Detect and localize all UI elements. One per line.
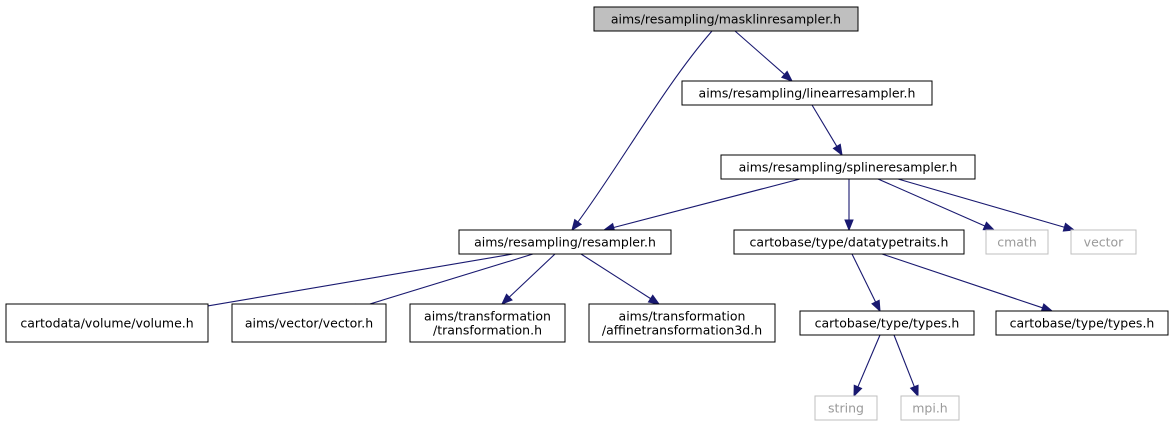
edge-line: [893, 334, 915, 387]
node-transformation[interactable]: aims/transformation/transformation.h: [409, 303, 566, 343]
edge-line: [734, 30, 785, 75]
edge-line: [580, 253, 651, 300]
edge-spline-to-resampler: [602, 178, 801, 232]
node-layer: aims/resampling/masklinresampler.h aims/r…: [5, 6, 1169, 421]
edge-resampler-to-transformation: [501, 253, 556, 305]
edge-line: [857, 334, 881, 388]
arrowhead-icon: [832, 143, 843, 157]
node-label: /affinetransformation3d.h: [602, 323, 762, 338]
edge-line: [577, 30, 713, 223]
node-box: [231, 303, 387, 343]
arrowhead-icon: [1062, 222, 1076, 232]
node-box: [409, 303, 566, 343]
node-affine[interactable]: aims/transformation/affinetransformation…: [588, 303, 776, 343]
edge-datatypetraits-to-types1: [851, 253, 881, 313]
node-label: cartobase/type/types.h: [1010, 316, 1155, 331]
edge-spline-to-datatypetraits: [844, 179, 854, 232]
arrowhead-icon: [982, 221, 996, 231]
node-types1[interactable]: cartobase/type/types.h: [799, 310, 975, 336]
node-label: aims/resampling/splineresampler.h: [739, 160, 958, 175]
arrowhead-icon: [909, 384, 919, 398]
node-volume[interactable]: cartodata/volume/volume.h: [5, 303, 209, 343]
node-box: [995, 310, 1169, 336]
node-resampler[interactable]: aims/resampling/resampler.h: [458, 229, 672, 255]
edge-masklin-to-linear: [734, 30, 794, 82]
arrowhead-icon: [571, 218, 583, 232]
node-label: aims/transformation: [619, 309, 746, 324]
node-cmath: cmath: [985, 229, 1049, 255]
edge-types1-to-string: [853, 334, 881, 398]
edge-masklin-to-resampler: [571, 30, 713, 232]
edge-spline-to-cmath: [877, 178, 996, 231]
edge-linear-to-spline: [811, 104, 843, 157]
edge-line: [811, 104, 838, 147]
edge-spline-to-vector: [897, 178, 1076, 232]
node-box: [588, 303, 776, 343]
arrowhead-icon: [844, 219, 854, 232]
arrowhead-icon: [871, 299, 881, 313]
node-box: [814, 395, 878, 421]
node-box: [593, 6, 859, 32]
edge-line: [851, 253, 877, 303]
node-box: [799, 310, 975, 336]
node-datatypetraits[interactable]: cartobase/type/datatypetraits.h: [733, 229, 965, 255]
edge-line: [187, 253, 514, 310]
node-label: vector: [1084, 235, 1125, 250]
node-label: cartodata/volume/volume.h: [20, 316, 193, 331]
edge-line: [877, 178, 986, 227]
node-label: aims/transformation: [424, 309, 551, 324]
node-string: string: [814, 395, 878, 421]
edge-line: [881, 253, 1043, 309]
arrowhead-icon: [647, 294, 661, 305]
arrowhead-icon: [853, 384, 863, 398]
node-label: aims/resampling/resampler.h: [474, 235, 656, 250]
node-label: cartobase/type/datatypetraits.h: [750, 235, 949, 250]
edge-line: [356, 253, 534, 309]
node-label: cartobase/type/types.h: [815, 316, 960, 331]
node-aimsvector[interactable]: aims/vector/vector.h: [231, 303, 387, 343]
node-label: aims/resampling/linearresampler.h: [699, 86, 916, 101]
node-box: [900, 395, 960, 421]
edge-types1-to-mpi: [893, 334, 919, 398]
arrowhead-icon: [1040, 303, 1054, 313]
node-label: aims/resampling/masklinresampler.h: [611, 12, 841, 27]
node-label: mpi.h: [912, 401, 947, 416]
node-box: [5, 303, 209, 343]
arrowhead-icon: [501, 293, 513, 305]
node-box: [1070, 229, 1137, 255]
edge-datatypetraits-to-types2: [881, 253, 1054, 313]
node-label: /transformation.h: [433, 323, 542, 338]
node-linear[interactable]: aims/resampling/linearresampler.h: [681, 80, 933, 106]
node-box: [985, 229, 1049, 255]
node-label: cmath: [997, 235, 1037, 250]
node-types2[interactable]: cartobase/type/types.h: [995, 310, 1169, 336]
node-masklin[interactable]: aims/resampling/masklinresampler.h: [593, 6, 859, 32]
node-spline[interactable]: aims/resampling/splineresampler.h: [720, 154, 976, 180]
edge-line: [897, 178, 1065, 228]
node-mpi: mpi.h: [900, 395, 960, 421]
node-vector: vector: [1070, 229, 1137, 255]
arrowhead-icon: [780, 70, 794, 82]
node-label: aims/vector/vector.h: [245, 316, 373, 331]
node-label: string: [828, 401, 864, 416]
node-box: [720, 154, 976, 180]
edge-line: [613, 178, 801, 229]
node-box: [733, 229, 965, 255]
node-box: [681, 80, 933, 106]
edge-resampler-to-affine: [580, 253, 661, 305]
edge-line: [508, 253, 556, 298]
node-box: [458, 229, 672, 255]
